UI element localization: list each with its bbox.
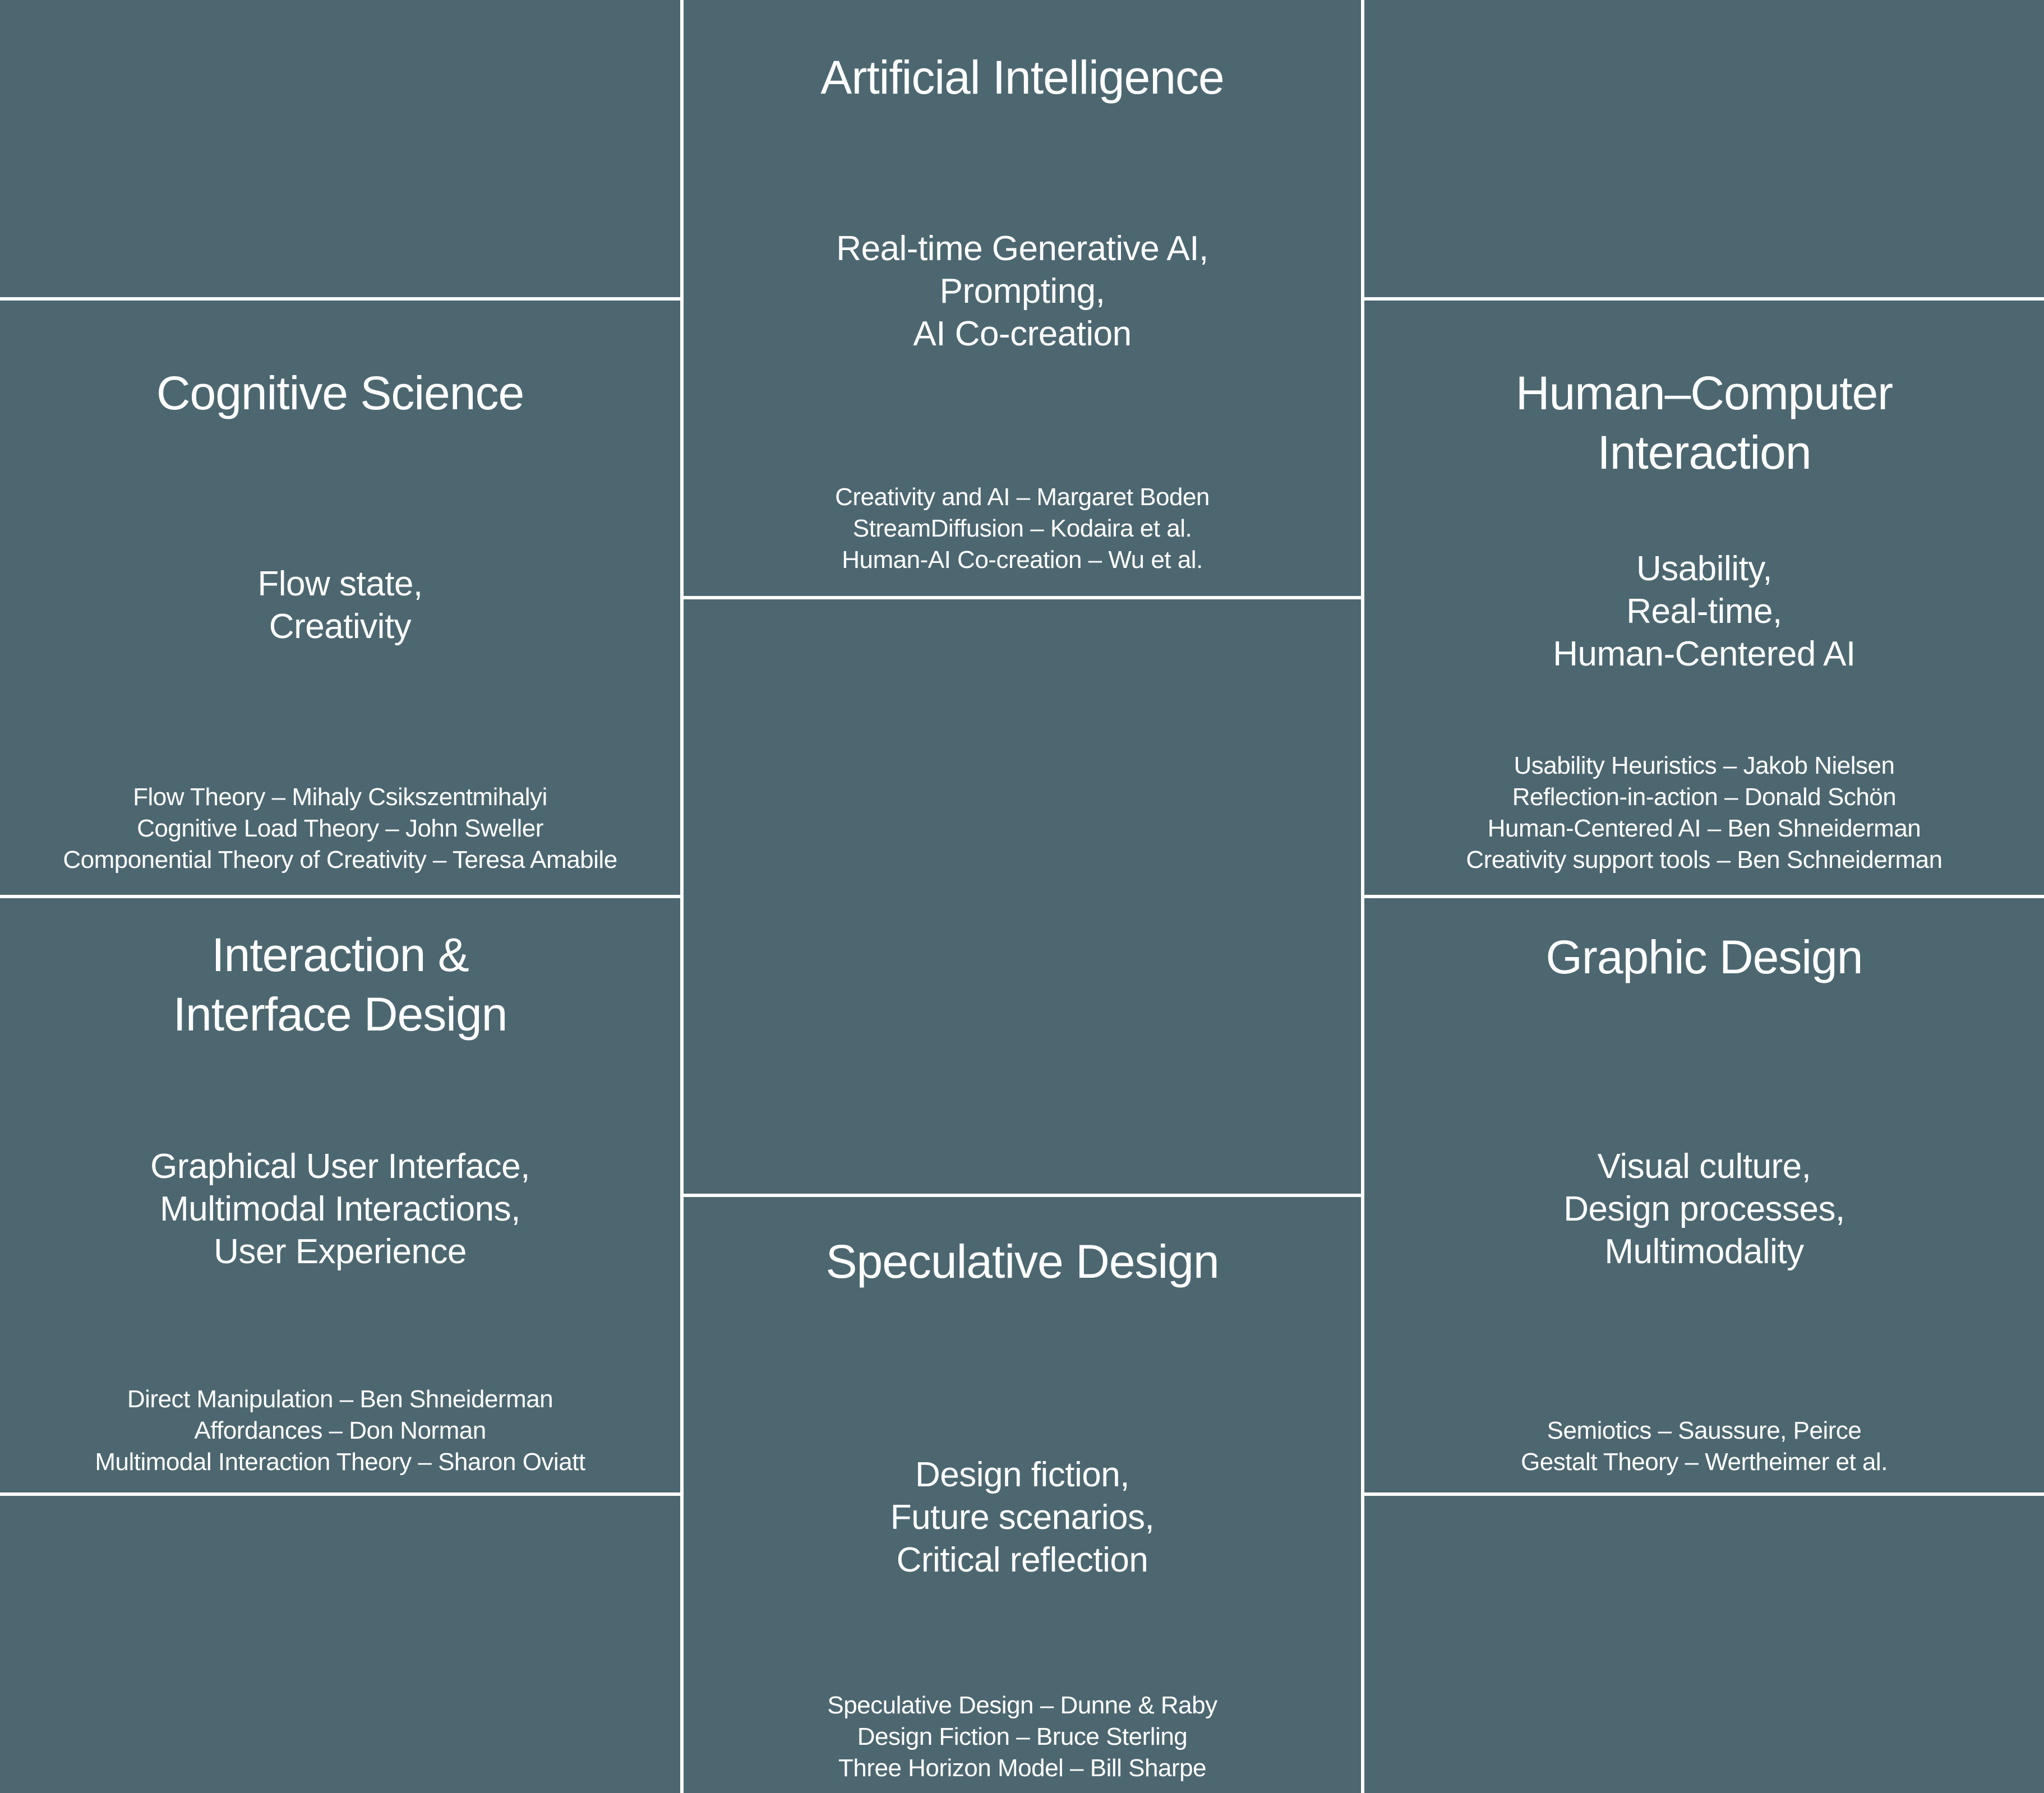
panel-keywords-artificial-intelligence: Real-time Generative AI, Prompting, AI C… <box>836 229 1208 353</box>
panel-border-right-middle <box>1364 895 2044 898</box>
panel-references-speculative-design: Speculative Design – Dunne & Raby Design… <box>827 1692 1217 1782</box>
panel-title-cognitive-science: Cognitive Science <box>156 367 524 419</box>
panel-references-interaction-interface-design: Direct Manipulation – Ben Shneiderman Af… <box>95 1385 585 1476</box>
panel-cognitive-science: Cognitive Science Flow state, Creativity… <box>0 301 680 895</box>
panel-title-artificial-intelligence: Artificial Intelligence <box>820 51 1224 104</box>
panel-border-left-middle <box>0 895 680 898</box>
panel-title-interaction-interface-design: Interaction & Interface Design <box>173 928 508 1041</box>
panel-keywords-human-computer-interaction: Usability, Real-time, Human-Centered AI <box>1553 549 1856 673</box>
panel-keywords-graphic-design: Visual culture, Design processes, Multim… <box>1563 1147 1845 1271</box>
panel-title-graphic-design: Graphic Design <box>1545 931 1863 983</box>
panel-title-speculative-design: Speculative Design <box>825 1235 1219 1288</box>
column-divider-right <box>1361 0 1364 1793</box>
panel-interaction-interface-design: Interaction & Interface Design Graphical… <box>0 898 680 1492</box>
panel-speculative-design: Speculative Design Design fiction, Futur… <box>684 1197 1361 1793</box>
panel-border-right-bottom <box>1364 1492 2044 1496</box>
panel-border-center-top <box>684 596 1361 599</box>
panel-graphic-design: Graphic Design Visual culture, Design pr… <box>1364 898 2044 1492</box>
panel-references-cognitive-science: Flow Theory – Mihaly Csikszentmihalyi Co… <box>63 783 617 874</box>
column-divider-left <box>680 0 684 1793</box>
panel-border-left-top <box>0 297 680 301</box>
panel-references-human-computer-interaction: Usability Heuristics – Jakob Nielsen Ref… <box>1466 752 1943 874</box>
panel-keywords-speculative-design: Design fiction, Future scenarios, Critic… <box>890 1455 1155 1579</box>
panel-keywords-interaction-interface-design: Graphical User Interface, Multimodal Int… <box>150 1147 530 1271</box>
panel-artificial-intelligence: Artificial Intelligence Real-time Genera… <box>684 0 1361 596</box>
panel-border-left-bottom <box>0 1492 680 1496</box>
panel-border-right-top <box>1364 297 2044 301</box>
panel-keywords-cognitive-science: Flow state, Creativity <box>257 565 423 646</box>
panel-references-artificial-intelligence: Creativity and AI – Margaret Boden Strea… <box>835 483 1210 574</box>
panel-human-computer-interaction: Human–Computer Interaction Usability, Re… <box>1364 301 2044 895</box>
panel-border-center-bottom <box>684 1194 1361 1197</box>
panel-title-human-computer-interaction: Human–Computer Interaction <box>1515 367 1893 479</box>
panel-references-graphic-design: Semiotics – Saussure, Peirce Gestalt The… <box>1521 1417 1888 1476</box>
